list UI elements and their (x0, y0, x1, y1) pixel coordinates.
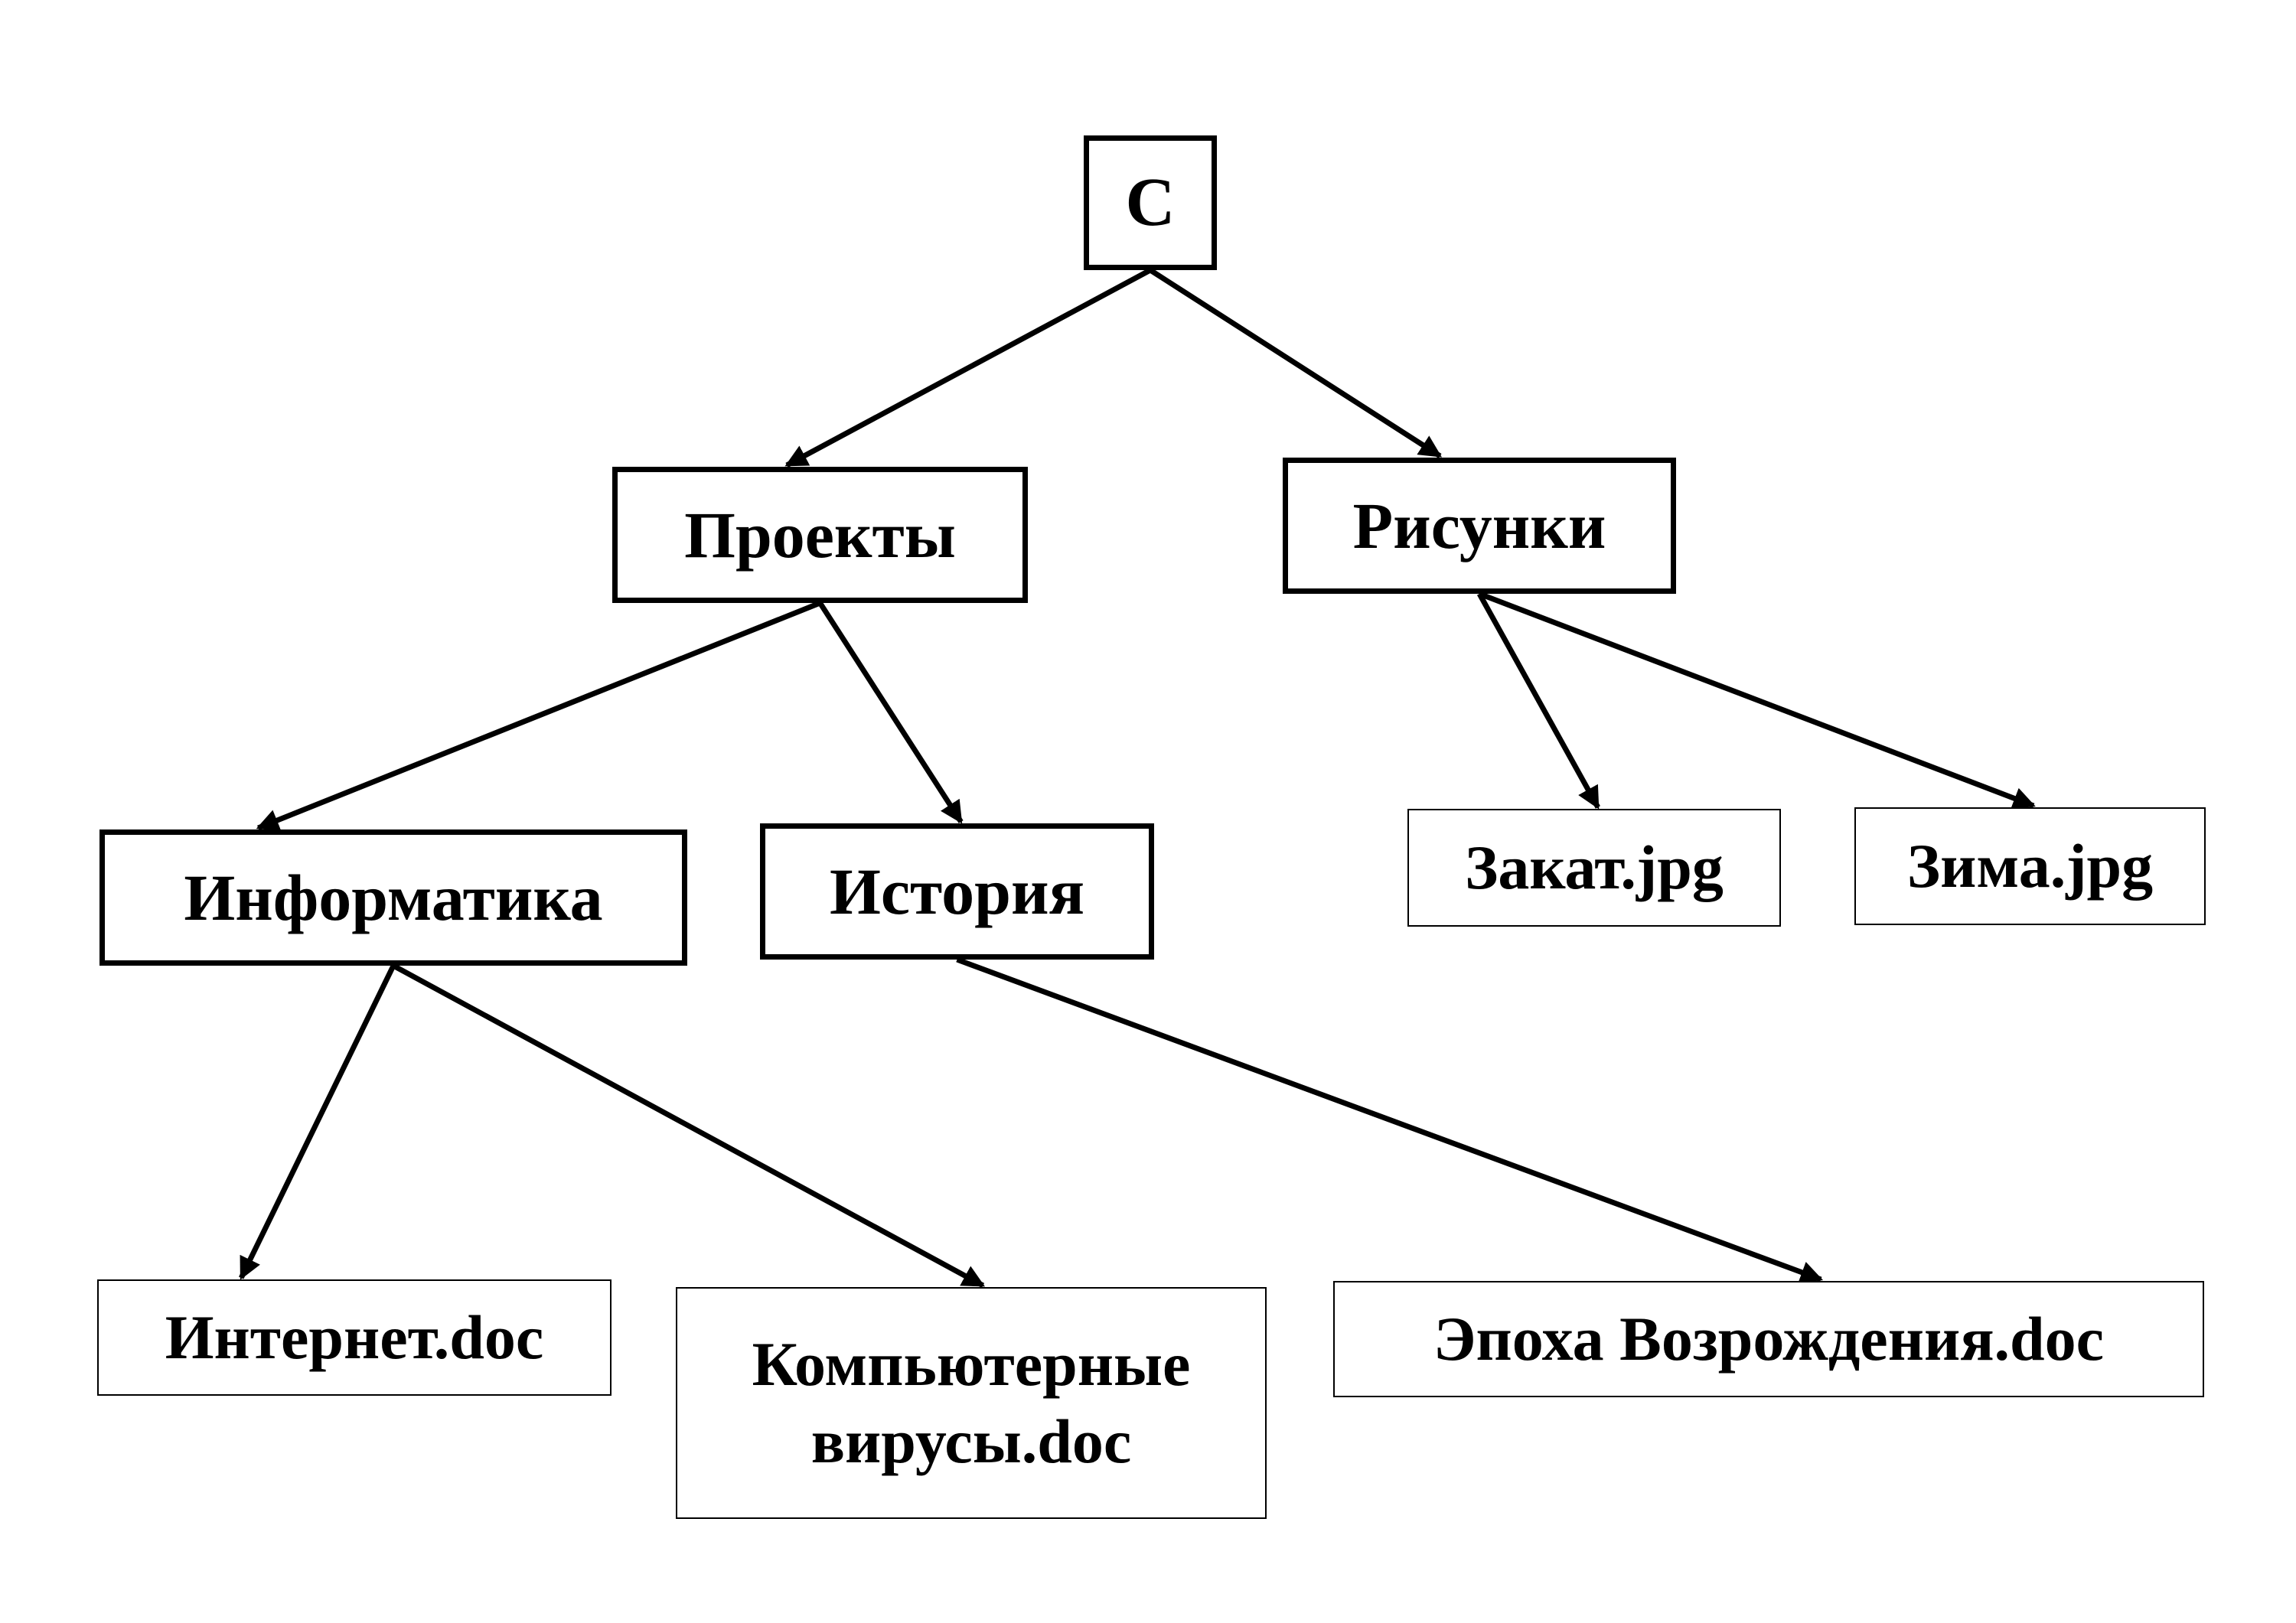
folder-label-history: История (829, 854, 1085, 928)
edge-projects-to-informatics (256, 600, 821, 831)
file-node-renaissance: Эпоха Возрождения.doc (1333, 1281, 2204, 1397)
edge-informatics-to-internet (239, 964, 396, 1280)
edge-pictures-to-sunset (1476, 592, 1600, 810)
root-drive-node: C (1084, 135, 1217, 270)
edge-pictures-to-winter (1478, 591, 2036, 810)
edge-root-to-pictures (1149, 268, 1443, 458)
file-label-winter: Зима.jpg (1906, 830, 2154, 901)
folder-label-projects: Проекты (684, 497, 956, 572)
edge-informatics-to-viruses (392, 963, 986, 1289)
file-label-viruses: Компьютерные вирусы.doc (752, 1329, 1191, 1476)
folder-node-informatics: Информатика (99, 829, 687, 966)
file-label-sunset: Закат.jpg (1465, 832, 1724, 902)
file-node-winter: Зима.jpg (1854, 807, 2206, 925)
edge-root-to-projects (784, 267, 1152, 468)
file-label-internet: Интернет.doc (165, 1302, 544, 1372)
edge-history-to-renaissance (956, 957, 1824, 1283)
folder-node-history: История (760, 823, 1154, 960)
file-node-internet: Интернет.doc (97, 1279, 612, 1396)
edge-projects-to-history (817, 601, 964, 824)
file-node-viruses: Компьютерные вирусы.doc (676, 1287, 1267, 1519)
folder-node-projects: Проекты (612, 467, 1028, 603)
file-label-renaissance: Эпоха Возрождения.doc (1433, 1303, 2105, 1374)
file-node-sunset: Закат.jpg (1407, 809, 1781, 927)
folder-node-pictures: Рисунки (1283, 458, 1676, 594)
folder-label-informatics: Информатика (184, 860, 603, 934)
root-drive-label: C (1125, 165, 1176, 241)
folder-label-pictures: Рисунки (1352, 488, 1606, 562)
